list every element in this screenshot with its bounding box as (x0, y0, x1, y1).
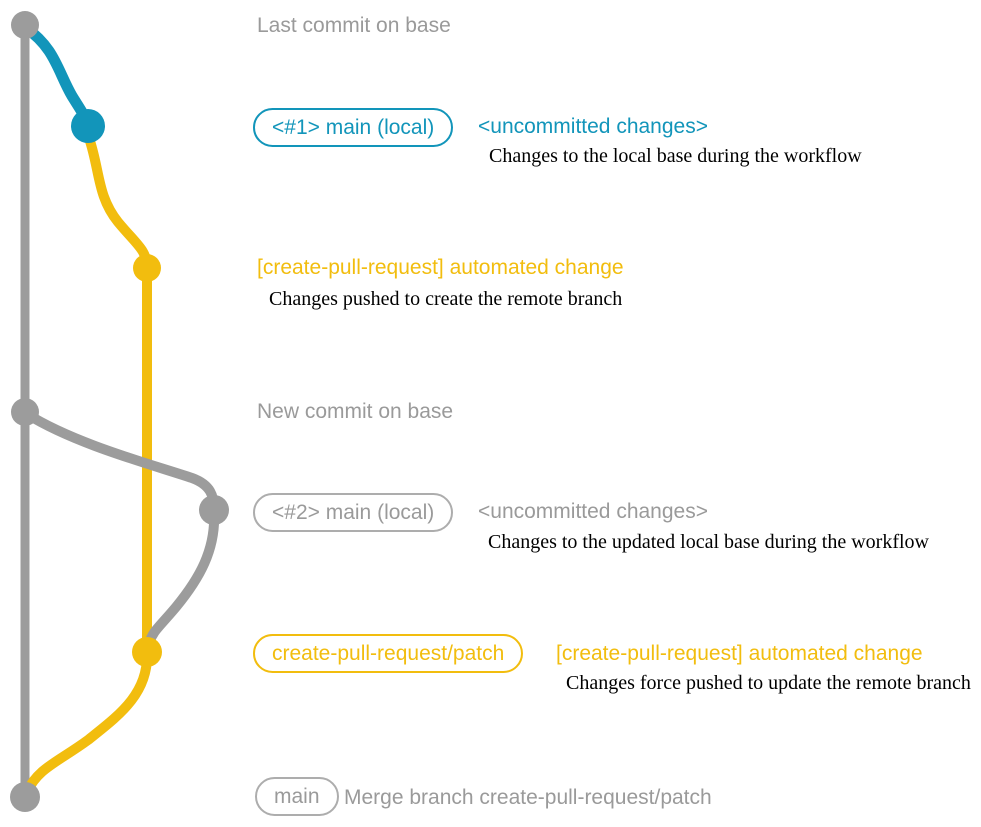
local-main-2-branch-line (22, 409, 219, 515)
commit-title-uncommitted-1: <uncommitted changes> (478, 115, 708, 138)
local-main-branch-line (20, 22, 94, 131)
branch-badge-main-local-2: <#2> main (local) (253, 493, 454, 532)
commit-desc-automated-2: Changes force pushed to update the remot… (566, 672, 971, 694)
commit-desc-automated-1: Changes pushed to create the remote bran… (269, 288, 623, 310)
commit-title-merge: Merge branch create-pull-request/patch (344, 786, 712, 809)
commit-dot-automated-1 (133, 254, 161, 282)
branch-badge-main-local-1: <#1> main (local) (253, 108, 454, 147)
commit-dot-uncommitted-1 (71, 109, 105, 143)
label-new-commit-on-base: New commit on base (257, 400, 454, 423)
branch-badge-patch: create-pull-request/patch (253, 634, 524, 673)
commit-desc-uncommitted-1: Changes to the local base during the wor… (489, 145, 862, 167)
commit-title-automated-1: [create-pull-request] automated change (257, 256, 624, 279)
commit-title-automated-2: [create-pull-request] automated change (556, 642, 923, 665)
label-last-commit-on-base: Last commit on base (257, 14, 451, 37)
commit-title-uncommitted-2: <uncommitted changes> (478, 500, 708, 523)
local-main-2-to-patch-line (145, 507, 220, 646)
commit-desc-uncommitted-2: Changes to the updated local base during… (488, 531, 929, 553)
branch-badge-main: main (255, 777, 339, 816)
commit-dot-automated-2 (132, 637, 162, 667)
commit-dot-new-base (11, 398, 39, 426)
commit-dot-last-base (11, 11, 39, 39)
patch-merge-line (22, 647, 153, 797)
commit-dot-merge (10, 782, 40, 812)
commit-dot-uncommitted-2 (199, 495, 229, 525)
patch-branch-line (84, 133, 152, 657)
